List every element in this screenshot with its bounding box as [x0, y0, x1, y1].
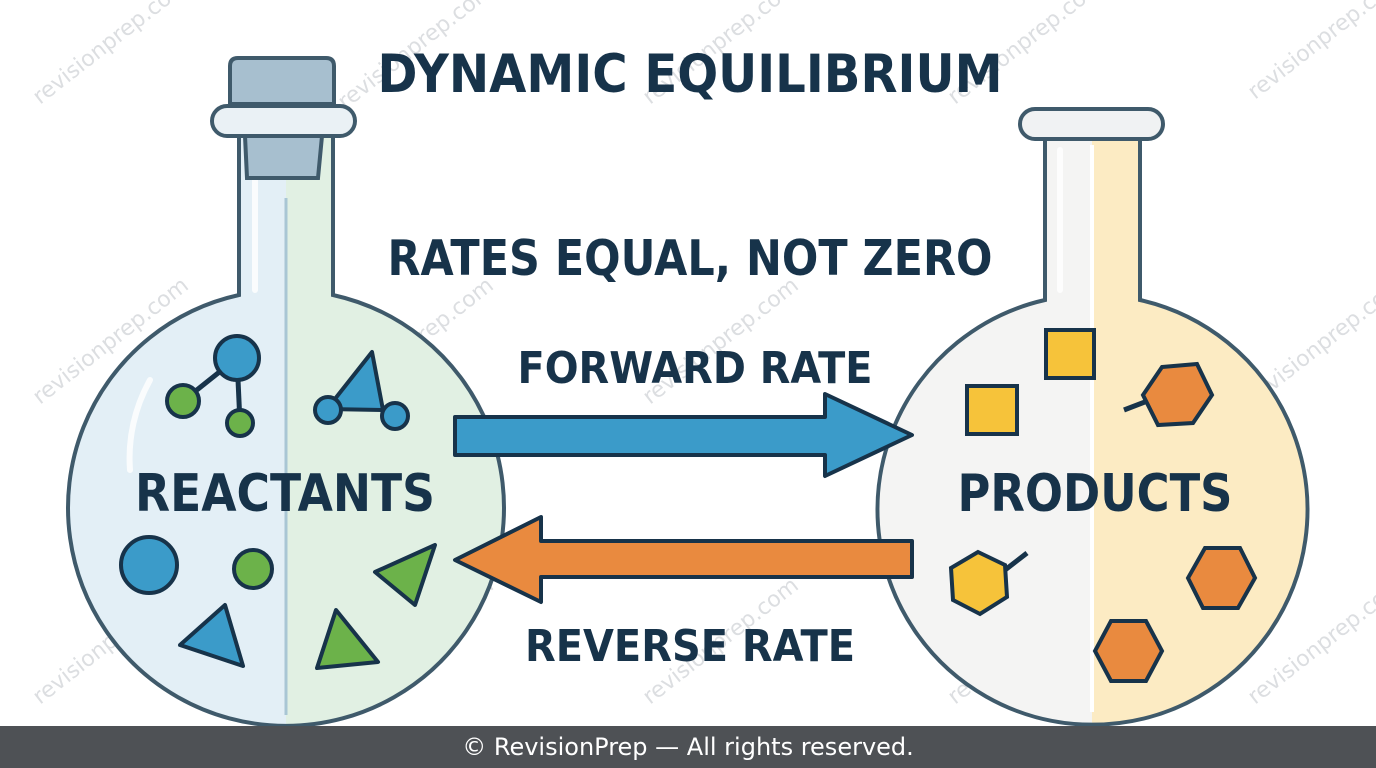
reactant-circle-blue — [119, 535, 179, 595]
forward-arrow — [453, 392, 914, 478]
reactants-flask — [66, 56, 506, 728]
diagram-subtitle: RATES EQUAL, NOT ZERO — [388, 230, 993, 287]
product-hexagon-1 — [1123, 361, 1215, 428]
reactants-label: REACTANTS — [135, 464, 435, 524]
copyright-footer: © RevisionPrep — All rights reserved. — [0, 726, 1376, 768]
product-hexagon-4 — [1092, 619, 1165, 683]
reactant-molecule-chain — [165, 334, 261, 438]
products-label: PRODUCTS — [958, 464, 1233, 524]
products-flask — [875, 107, 1310, 727]
forward-rate-label: FORWARD RATE — [518, 343, 873, 394]
reverse-arrow — [453, 515, 914, 604]
svg-text:revisionprep.com: revisionprep.com — [28, 0, 193, 110]
diagram-title: DYNAMIC EQUILIBRIUM — [378, 44, 1003, 105]
stopper — [228, 56, 336, 106]
reactant-triangle-green-2 — [315, 608, 380, 670]
product-square-2 — [965, 384, 1019, 436]
product-hexagon-3 — [1185, 546, 1258, 610]
copyright-text: © RevisionPrep — All rights reserved. — [462, 733, 914, 761]
reactant-triangle-blue — [178, 603, 245, 668]
product-hexagon-2 — [948, 549, 1029, 617]
reactant-molecule-triangle — [313, 350, 410, 431]
product-square-1 — [1044, 328, 1096, 380]
reactant-triangle-green — [373, 543, 437, 607]
reactant-circle-green — [232, 548, 274, 590]
svg-text:revisionprep.com: revisionprep.com — [1243, 0, 1376, 105]
reverse-rate-label: REVERSE RATE — [525, 621, 855, 672]
